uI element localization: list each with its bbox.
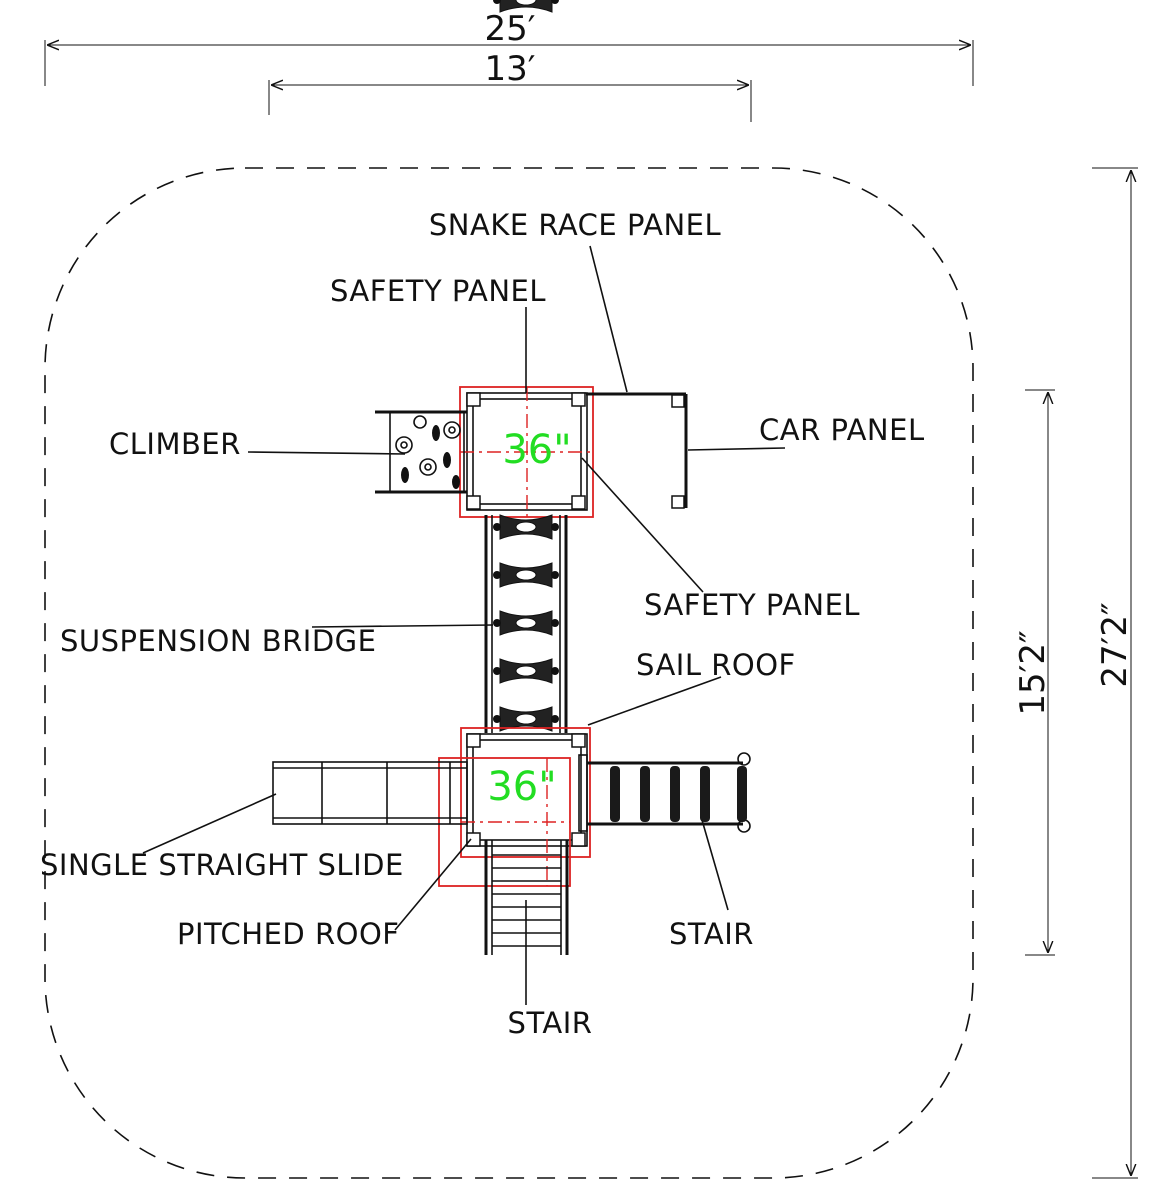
label-stair-right: STAIR: [669, 917, 754, 951]
label-climber: CLIMBER: [109, 427, 241, 461]
overall-width-text: 25′: [485, 9, 536, 49]
dimension-deck-length: 15′2″: [1013, 389, 1055, 956]
suspension-bridge: [484, 0, 568, 733]
label-sail-roof: SAIL ROOF: [636, 648, 796, 682]
label-suspension-bridge: SUSPENSION BRIDGE: [60, 624, 376, 658]
single-straight-slide: [272, 761, 468, 825]
leader-lines: [142, 245, 786, 1005]
overall-length-text: 27′2″: [1095, 602, 1135, 687]
lower-deck-height: 36": [487, 764, 556, 810]
label-stair-bottom: STAIR: [508, 1006, 593, 1040]
stair-right: [578, 752, 751, 833]
label-safety-panel-right: SAFETY PANEL: [644, 588, 860, 622]
dimension-deck-width: 13′: [268, 49, 752, 122]
label-safety-panel-top: SAFETY PANEL: [330, 274, 546, 308]
label-car-panel: CAR PANEL: [759, 413, 925, 447]
dimension-overall-width: 25′: [44, 9, 974, 86]
car-panel: [586, 392, 688, 509]
use-zone-boundary: [44, 167, 974, 1179]
upper-deck: 36": [459, 386, 594, 518]
dimension-overall-length: 27′2″: [1092, 167, 1138, 1179]
stair-bottom: [484, 840, 569, 955]
deck-width-text: 13′: [485, 49, 536, 89]
label-pitched-roof: PITCHED ROOF: [177, 917, 399, 951]
label-single-straight-slide: SINGLE STRAIGHT SLIDE: [40, 848, 404, 882]
climber: [375, 410, 467, 494]
sail-roof-outline: [460, 727, 591, 858]
upper-deck-height: 36": [502, 427, 571, 473]
deck-length-text: 15′2″: [1013, 630, 1053, 715]
label-snake-race-panel: SNAKE RACE PANEL: [429, 208, 721, 242]
